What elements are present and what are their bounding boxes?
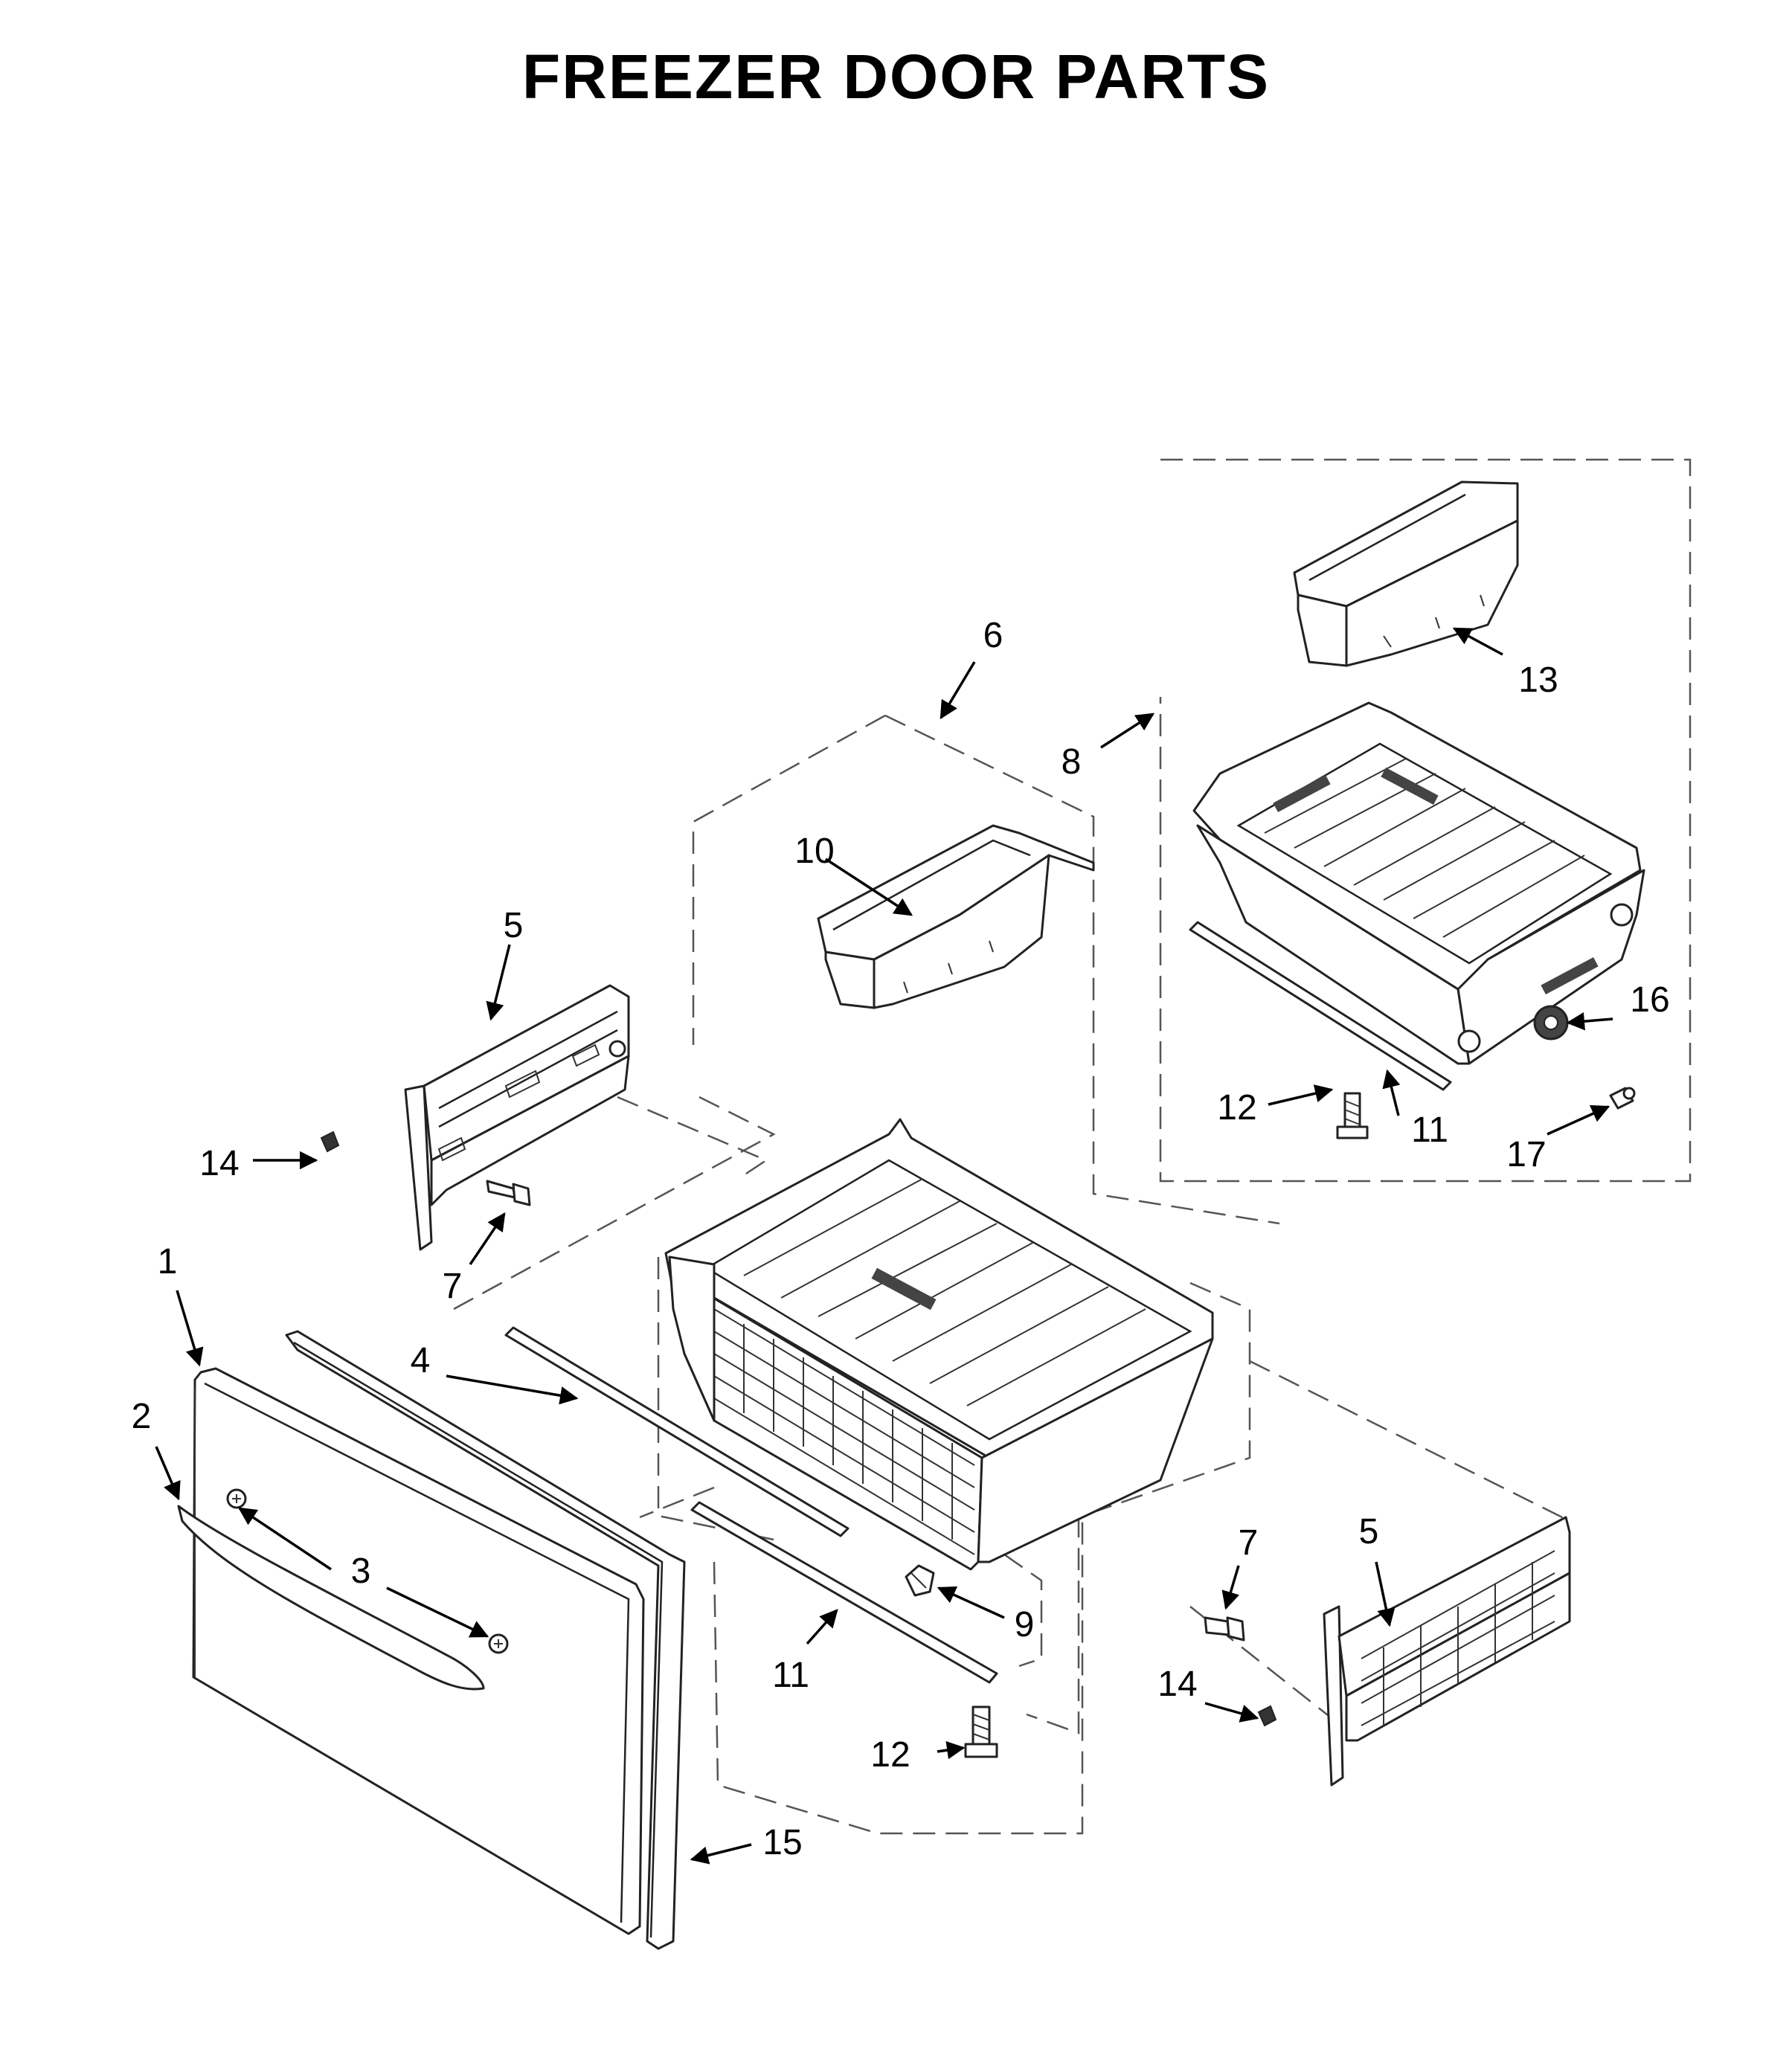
right-rail [1323, 1516, 1571, 1787]
main-basket [664, 1118, 1214, 1571]
door-handle [177, 1505, 485, 1691]
callout-12-lower: 12 [870, 1735, 910, 1775]
door-gasket [285, 1330, 686, 1950]
upper-basket [1192, 701, 1645, 1065]
upper-small-bin [1293, 480, 1519, 667]
callout-11-upper: 11 [1411, 1110, 1448, 1150]
callout-6: 6 [983, 616, 1003, 655]
callout-1: 1 [158, 1242, 178, 1282]
callout-9: 9 [1015, 1605, 1035, 1644]
right-clip [1257, 1705, 1277, 1727]
left-rail [404, 984, 630, 1251]
upper-screw [1336, 1092, 1369, 1139]
callout-3: 3 [351, 1551, 371, 1591]
glide-part [905, 1564, 935, 1597]
callout-17: 17 [1506, 1135, 1546, 1174]
left-clip [320, 1131, 340, 1153]
upper-wheel [1533, 1005, 1569, 1041]
callout-7-left: 7 [443, 1267, 463, 1306]
left-screw [486, 1180, 531, 1206]
diagram-title: FREEZER DOOR PARTS [521, 42, 1271, 112]
callout-2: 2 [132, 1397, 152, 1436]
callout-7-right: 7 [1239, 1523, 1259, 1563]
callout-labels: 1 2 3 4 5 5 6 7 7 8 9 10 11 11 12 12 13 … [132, 616, 1670, 1862]
middle-bin [817, 824, 1095, 1009]
callout-8: 8 [1062, 742, 1082, 782]
middle-strip [504, 1326, 850, 1537]
lower-screw [964, 1705, 998, 1758]
callout-16: 16 [1630, 980, 1669, 1020]
door-screws [226, 1488, 509, 1654]
callout-15: 15 [762, 1823, 802, 1862]
callout-10: 10 [794, 832, 834, 871]
callout-4: 4 [411, 1341, 431, 1380]
callout-5-right: 5 [1359, 1512, 1379, 1551]
callout-5-left: 5 [504, 906, 524, 945]
lower-strip [690, 1501, 998, 1684]
upper-strip [1189, 921, 1452, 1091]
callout-14-right: 14 [1157, 1665, 1197, 1704]
callout-14-left: 14 [199, 1144, 239, 1183]
upper-small-screw [1609, 1087, 1636, 1110]
right-screw [1204, 1616, 1245, 1641]
leader-arrows [155, 627, 1613, 1865]
callout-11-lower: 11 [772, 1656, 809, 1695]
callout-13: 13 [1518, 660, 1558, 700]
callout-12-upper: 12 [1217, 1088, 1256, 1128]
